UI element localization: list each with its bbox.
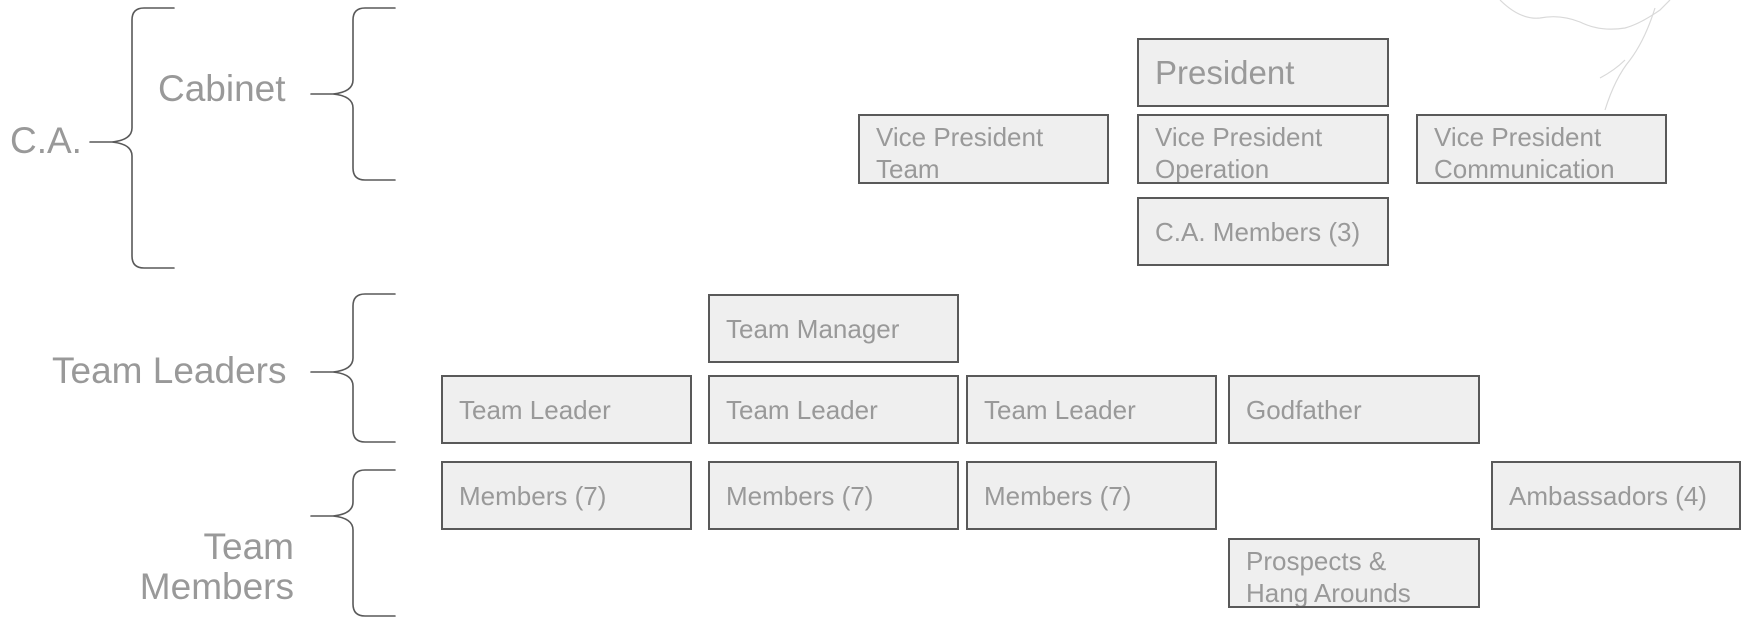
sketch-decoration (1499, 0, 1671, 111)
node-vp-team: Vice President Team (858, 114, 1109, 184)
brace-ca (89, 7, 175, 269)
node-team-leader-3: Team Leader (966, 375, 1217, 444)
label-ca: C.A. (10, 120, 82, 161)
node-vp-communication: Vice President Communication (1416, 114, 1667, 184)
node-vp-operation: Vice President Operation (1137, 114, 1389, 184)
node-team-manager: Team Manager (708, 294, 959, 363)
brace-team-leaders (310, 293, 396, 443)
node-ca-members: C.A. Members (3) (1137, 197, 1389, 266)
node-members-2: Members (7) (708, 461, 959, 530)
node-godfather: Godfather (1228, 375, 1480, 444)
node-prospects: Prospects & Hang Arounds (1228, 538, 1480, 608)
node-team-leader-1: Team Leader (441, 375, 692, 444)
node-team-leader-2: Team Leader (708, 375, 959, 444)
brace-cabinet (310, 7, 396, 181)
label-team-leaders: Team Leaders (52, 350, 287, 391)
node-president: President (1137, 38, 1389, 107)
label-team-members: Team Members (139, 526, 294, 607)
node-members-1: Members (7) (441, 461, 692, 530)
node-members-3: Members (7) (966, 461, 1217, 530)
label-cabinet: Cabinet (158, 68, 286, 109)
node-ambassadors: Ambassadors (4) (1491, 461, 1741, 530)
brace-team-members (310, 469, 396, 617)
